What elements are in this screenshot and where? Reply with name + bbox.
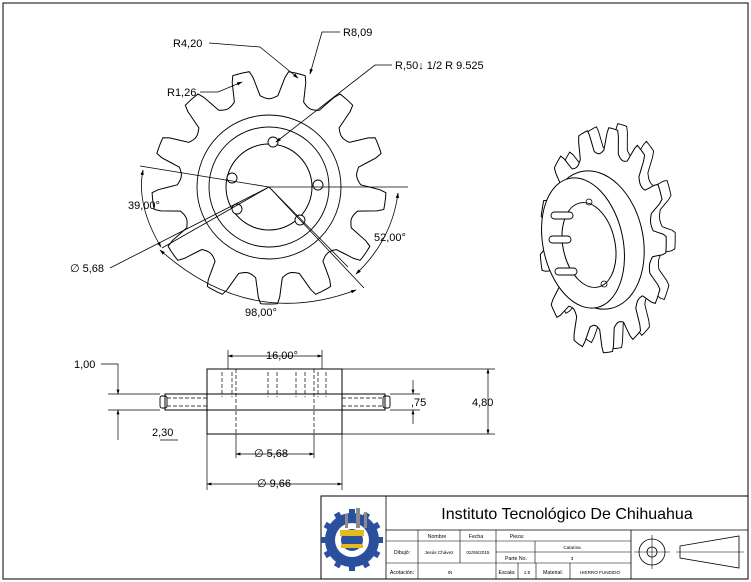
header-pieza: Pieza: — [510, 534, 524, 540]
dim-offset-bottom: 2,30 — [152, 427, 173, 439]
iso-pin — [548, 235, 572, 244]
scale-value: 1:5 — [524, 570, 531, 575]
part-name: Catarina — [563, 545, 581, 550]
bolt-hole — [312, 179, 324, 191]
leader-r-tip — [208, 42, 299, 79]
angle-arc-left — [140, 169, 162, 248]
header-nombre: Nombre — [428, 534, 447, 540]
sprocket-outline — [151, 71, 387, 305]
dim-hole-dia: ∅ 5,68 — [70, 263, 104, 275]
dim-offset-top: 1,00 — [74, 359, 95, 371]
title-block: Instituto Tecnológico De Chihuahua Nombr… — [320, 495, 749, 580]
dim-r-root: R1,26 — [167, 87, 196, 99]
angle-arc-right — [355, 192, 400, 275]
dim-hub-width: 16,00° — [266, 350, 298, 362]
units: IN — [448, 570, 453, 575]
construction-line — [268, 186, 349, 268]
iso-pin-end — [600, 280, 608, 288]
iso-pin — [550, 211, 574, 220]
side-plate — [164, 393, 386, 411]
side-hub — [206, 368, 343, 435]
dim-hub-dia: ∅ 9,66 — [257, 478, 291, 490]
drawing-date: 02/06/2015 — [467, 550, 490, 555]
label-material: Material: — [543, 570, 563, 576]
leader-hole-spec — [275, 64, 392, 143]
material-value: HIERRO FUNDIDO — [580, 570, 620, 575]
label-parte-no: Parte No. — [505, 556, 527, 562]
author-name: Jesús Chávez — [425, 550, 455, 555]
dim-line-offset-top — [101, 363, 120, 395]
dim-tooth-thickness: ,75 — [411, 397, 426, 409]
dim-angle-left: 39,00° — [128, 200, 160, 212]
header-fecha: Fecha — [469, 534, 484, 540]
label-dibujo: Dibujó: — [394, 550, 410, 556]
dim-bore-dia: ∅ 5,68 — [254, 448, 288, 460]
iso-pin-end — [585, 198, 593, 206]
construction-line — [161, 186, 270, 249]
dim-angle-right: 52,00° — [374, 232, 406, 244]
leader-r-outer — [309, 31, 340, 75]
iso-bore — [561, 202, 617, 288]
dim-angle-bottom: 98,00° — [245, 307, 277, 319]
leader-r-root — [200, 81, 243, 93]
label-escala: Escala: — [498, 570, 515, 576]
dim-r-outer: R8,09 — [343, 27, 372, 39]
dim-hole-spec: R,50↓ 1/2 R 9.525 — [395, 60, 484, 72]
side-tooth-right — [382, 395, 391, 409]
side-tooth-left — [159, 395, 168, 409]
dim-r-tip: R4,20 — [173, 38, 202, 50]
isometric-view — [539, 123, 676, 354]
institute-gear-logo — [321, 508, 383, 571]
front-view: R4,20 R8,09 R1,26 R,50↓ 1/2 R 9.525 39,0… — [70, 27, 484, 319]
leader-line — [109, 186, 270, 269]
institution-name: Instituto Tecnológico De Chihuahua — [441, 506, 693, 523]
first-angle-projection-symbol — [634, 535, 744, 569]
side-view: 16,00° 1,00 ,75 4,80 2,30 ∅ 5,68 ∅ 9,66 — [74, 350, 495, 490]
construction-line — [139, 165, 270, 188]
iso-pin — [554, 267, 578, 276]
dim-overall-height: 4,80 — [472, 397, 493, 409]
angle-arc-bottom — [159, 249, 357, 304]
part-number: 3 — [571, 556, 574, 561]
label-acotacion: Acotación: — [390, 570, 414, 576]
construction-line — [268, 186, 365, 289]
